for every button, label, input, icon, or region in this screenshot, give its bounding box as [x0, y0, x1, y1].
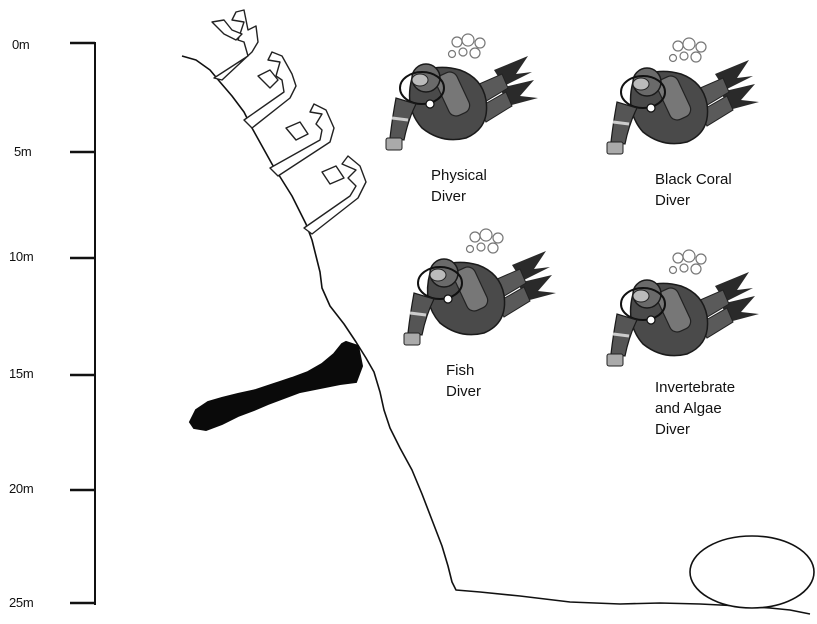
diver-label-invertebrate-algae: Invertebrate and Algae Diver	[655, 379, 736, 438]
sea-fan-icon	[303, 155, 367, 235]
scuba-diver-icon	[384, 32, 540, 152]
depth-label-20: 20m	[9, 481, 34, 496]
depth-label-10: 10m	[9, 249, 34, 264]
sea-fan-icon	[211, 9, 259, 81]
reef-wall-profile	[181, 55, 811, 615]
depth-label-25: 25m	[9, 595, 34, 610]
black-coral-overhang	[188, 340, 364, 432]
diver-label-black-coral: Black Coral Diver	[655, 171, 732, 209]
scuba-diver-icon	[402, 227, 558, 347]
scuba-diver-icon	[605, 248, 761, 368]
diver-label-physical: Physical Diver	[431, 167, 487, 205]
sea-fan-icon	[243, 51, 297, 129]
seafloor-boulder	[689, 535, 815, 609]
depth-axis	[70, 41, 96, 605]
depth-label-0: 0m	[12, 37, 30, 52]
sea-fan-icon	[269, 103, 335, 177]
depth-label-15: 15m	[9, 366, 34, 381]
diver-label-fish: Fish Diver	[446, 362, 482, 400]
depth-label-5: 5m	[14, 144, 32, 159]
scuba-diver-icon	[605, 36, 761, 156]
